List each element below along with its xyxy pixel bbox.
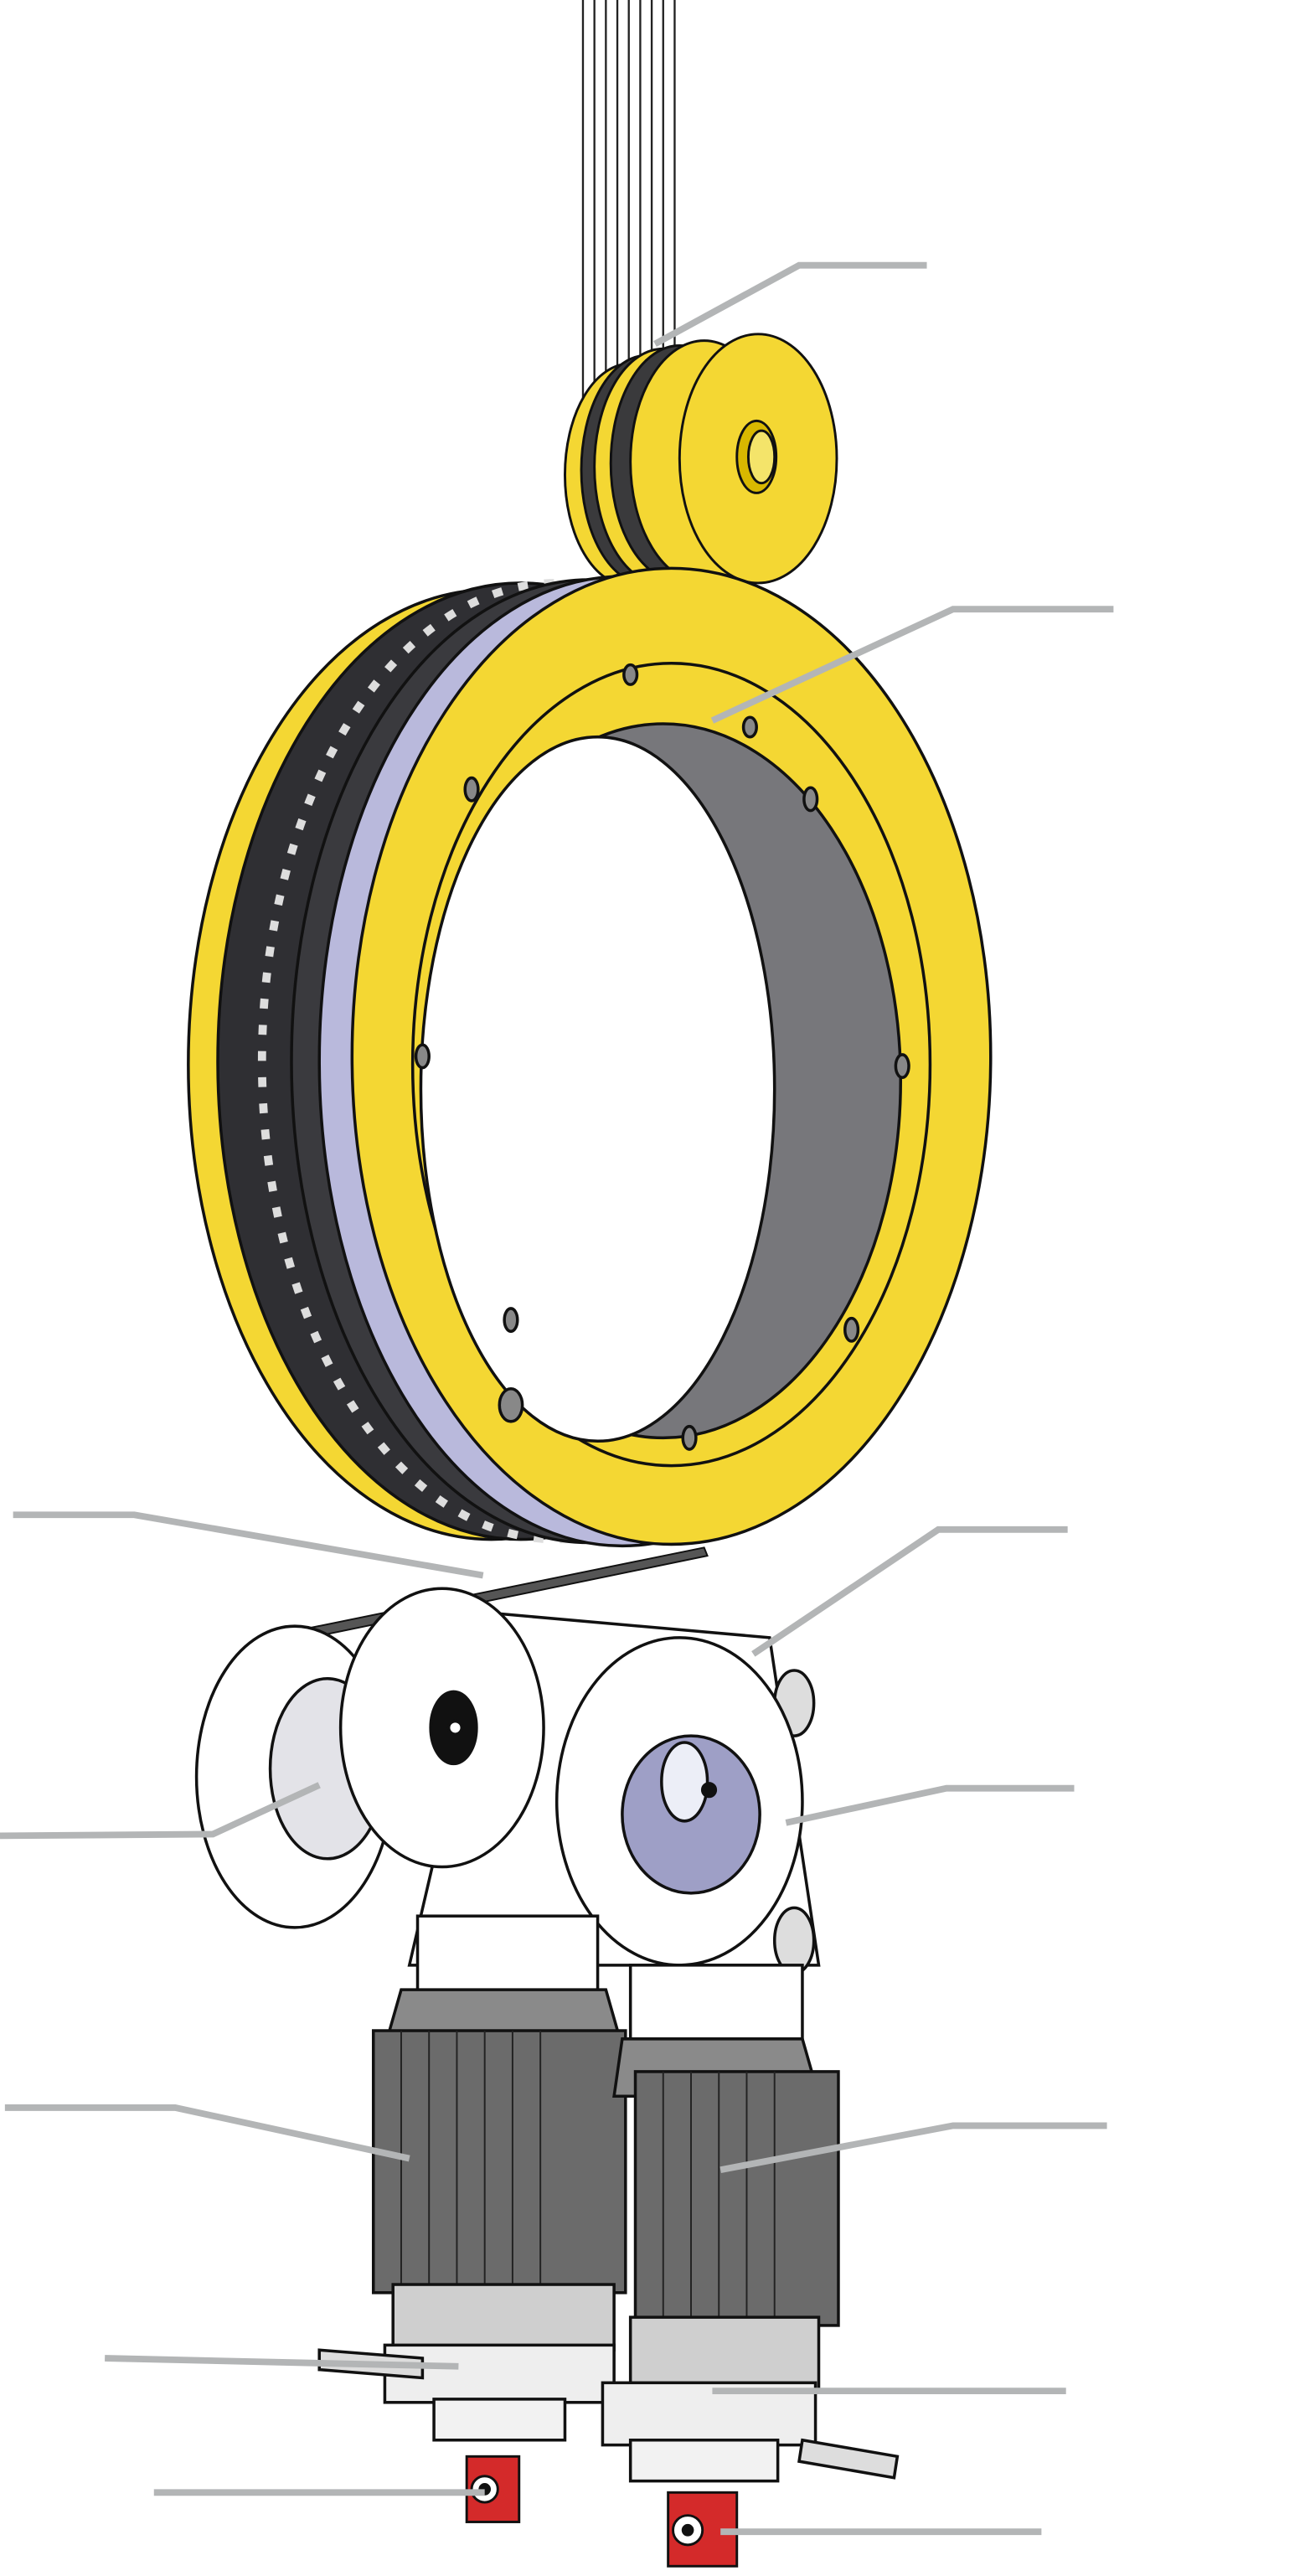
traction-wheel bbox=[187, 566, 993, 1548]
motor-left bbox=[317, 1914, 627, 2442]
leader-line-motor-left bbox=[4, 2104, 410, 2162]
leader-line-housing bbox=[751, 1525, 1068, 1657]
motor-right bbox=[601, 1964, 900, 2483]
leader-line-ropes bbox=[653, 261, 927, 347]
suspension-ropes bbox=[581, 0, 676, 492]
leader-line-belt bbox=[13, 1511, 484, 1579]
pulley-housing bbox=[194, 1587, 821, 1975]
brake-clamp-left bbox=[465, 2455, 521, 2523]
leader-line-brake-left bbox=[105, 2355, 459, 2370]
leader-lines bbox=[0, 261, 1114, 2536]
deflector-sheave bbox=[564, 333, 838, 588]
leader-line-disc bbox=[785, 1784, 1075, 1826]
leader-line-motor-right bbox=[719, 2122, 1107, 2174]
leader-line-traction-wheel bbox=[710, 606, 1114, 724]
leader-line-pulley bbox=[0, 1782, 321, 1840]
